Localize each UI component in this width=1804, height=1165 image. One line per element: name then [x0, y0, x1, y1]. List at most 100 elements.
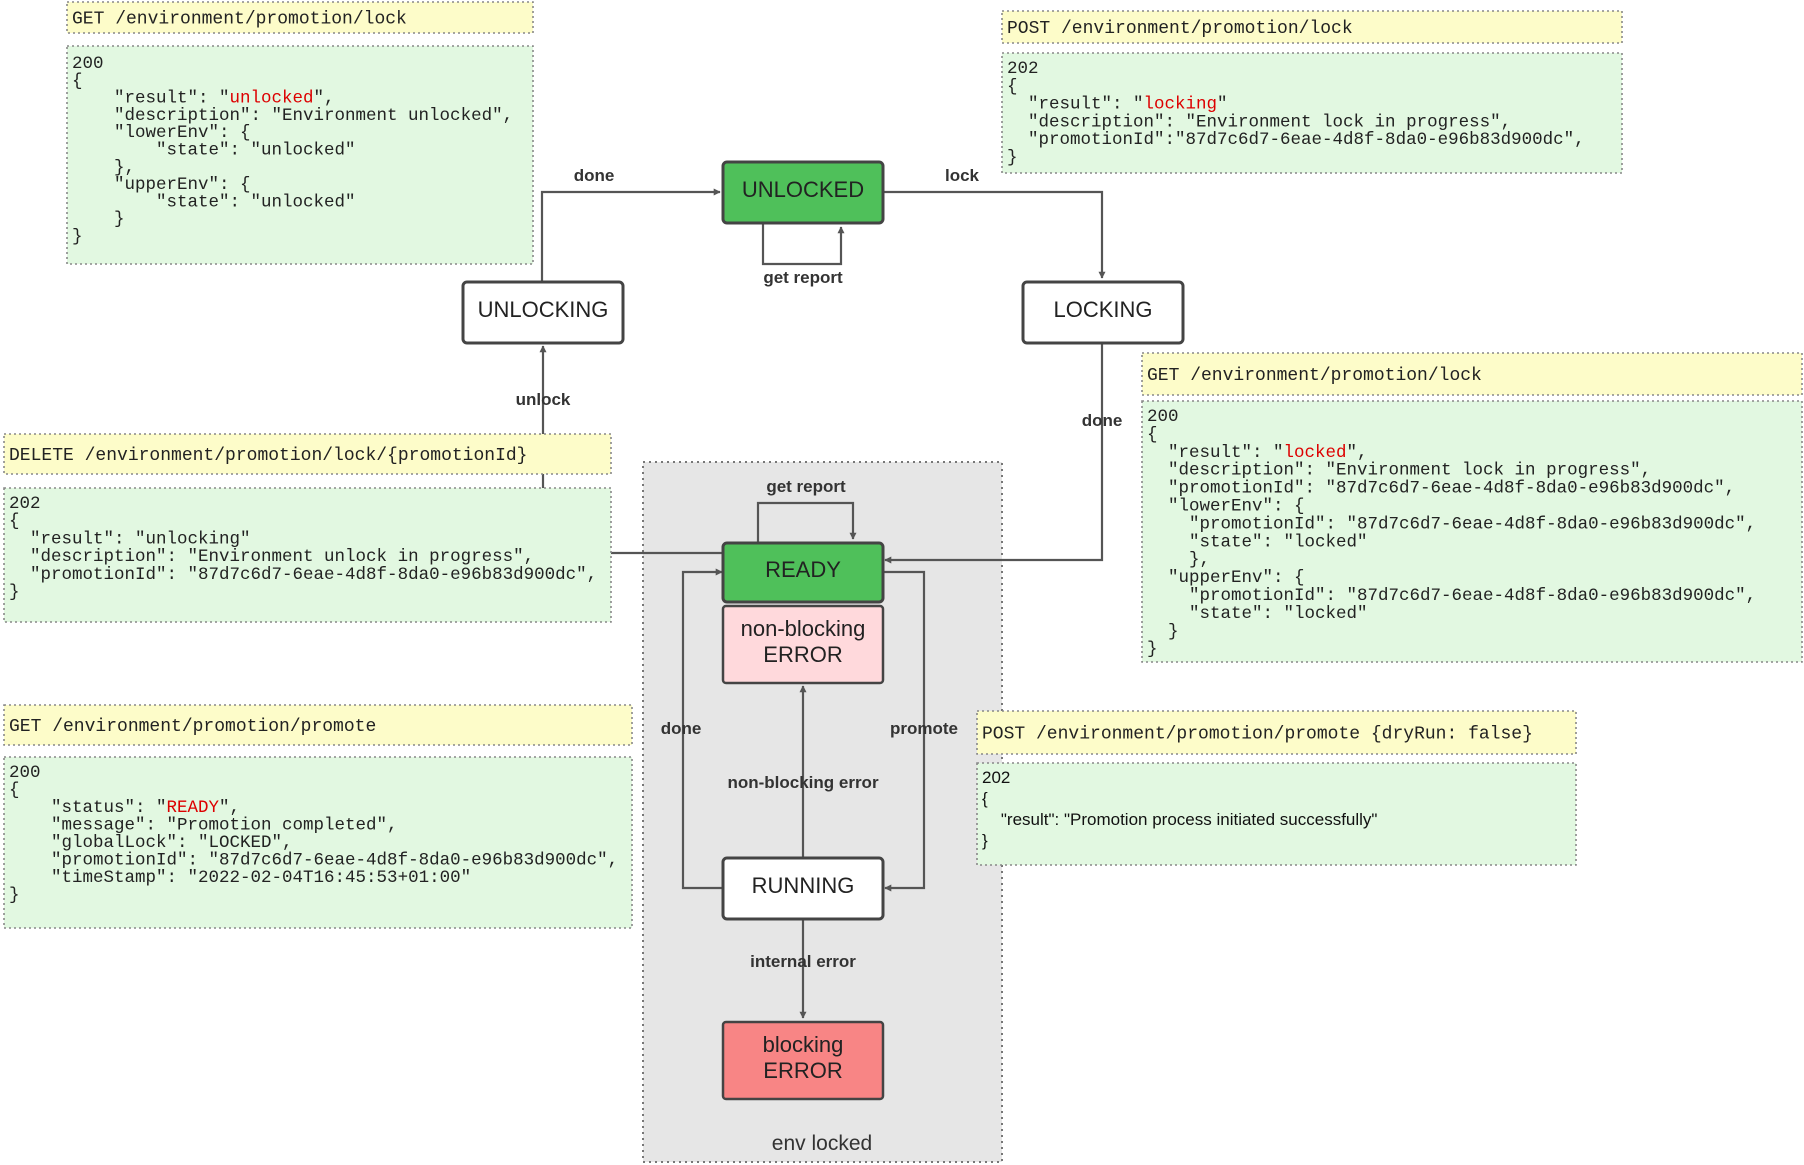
svg-text:ERROR: ERROR — [763, 642, 842, 667]
edge-locking-to-ready — [884, 344, 1104, 564]
state-ready: READY — [721, 541, 885, 604]
response-line: "upperEnv": { — [1147, 568, 1305, 588]
env-locked-label: env locked — [772, 1132, 872, 1155]
state-unlocked: UNLOCKED — [721, 160, 885, 225]
response-line: "promotionId":"87d7c6d7-6eae-4d8f-8da0-e… — [1007, 130, 1585, 150]
edge-unlocking-to-unlocked — [540, 188, 721, 281]
endpoint-label: POST /environment/promotion/promote {dry… — [982, 725, 1533, 745]
response-line: } — [982, 831, 988, 850]
response-body — [976, 762, 1577, 866]
edge-label-unlock: unlock — [516, 390, 571, 409]
state-running: RUNNING — [721, 856, 885, 921]
response-line: "description": "Environment lock in prog… — [1147, 461, 1651, 481]
endpoint-label: GET /environment/promotion/lock — [1147, 366, 1482, 386]
response-line: "promotionId": "87d7c6d7-6eae-4d8f-8da0-… — [9, 851, 618, 871]
edge-unlocked-to-locking — [883, 190, 1106, 279]
endpoint-label: POST /environment/promotion/lock — [1007, 19, 1353, 39]
response-line: "timeStamp": "2022-02-04T16:45:53+01:00" — [9, 868, 471, 888]
edge-label-done-running: done — [661, 719, 702, 738]
response-line: "state": "unlocked" — [72, 192, 356, 212]
state-non-blocking-error: non-blocking ERROR — [721, 604, 885, 685]
panel-delete-lock: DELETE /environment/promotion/lock/{prom… — [3, 433, 612, 623]
response-line: } — [1147, 622, 1179, 642]
state-blocking-error: blocking ERROR — [721, 1020, 885, 1101]
response-line: "promotionId": "87d7c6d7-6eae-4d8f-8da0-… — [1147, 514, 1756, 534]
response-line: "promotionId": "87d7c6d7-6eae-4d8f-8da0-… — [1147, 479, 1735, 499]
edge-ready-to-running — [884, 570, 926, 892]
response-line: { — [982, 789, 988, 808]
edge-running-to-ready — [681, 568, 723, 890]
endpoint-label: GET /environment/promotion/lock — [72, 10, 407, 30]
response-body — [66, 45, 534, 265]
edge-label-get-report-ready: get report — [766, 477, 846, 496]
response-line: "promotionId": "87d7c6d7-6eae-4d8f-8da0-… — [9, 565, 597, 585]
response-line: } — [9, 583, 20, 603]
response-line: "result": "unlocking" — [9, 529, 251, 549]
response-line: } — [9, 886, 20, 906]
response-line: "result": "unlocked", — [72, 89, 335, 109]
response-body — [1141, 400, 1803, 663]
response-line: } — [1007, 148, 1018, 168]
response-line: "promotionId": "87d7c6d7-6eae-4d8f-8da0-… — [1147, 586, 1756, 606]
response-line: }, — [1147, 550, 1210, 570]
response-line: }, — [72, 158, 135, 178]
response-line: "result": "locking" — [1007, 95, 1228, 115]
svg-text:LOCKING: LOCKING — [1053, 297, 1152, 322]
response-line: "state": "locked" — [1147, 604, 1368, 624]
state-locking: LOCKING — [1021, 280, 1185, 345]
response-line: "globalLock": "LOCKED", — [9, 833, 293, 853]
endpoint-bar — [3, 704, 633, 746]
edge-label-non-blocking-error: non-blocking error — [727, 773, 879, 792]
svg-text:UNLOCKING: UNLOCKING — [478, 297, 609, 322]
state-unlocking: UNLOCKING — [461, 280, 625, 345]
edge-label-done-top: done — [574, 166, 615, 185]
endpoint-bar — [1001, 10, 1623, 44]
edge-label-lock: lock — [945, 166, 980, 185]
response-line: "status": "READY", — [9, 798, 240, 818]
response-line: { — [1007, 77, 1018, 97]
edge-label-internal-error: internal error — [750, 952, 856, 971]
response-line: "description": "Environment lock in prog… — [1007, 112, 1511, 132]
response-line: "state": "locked" — [1147, 532, 1368, 552]
panel-post-promote: POST /environment/promotion/promote {dry… — [976, 710, 1577, 866]
response-line: } — [1147, 640, 1158, 660]
svg-text:ERROR: ERROR — [763, 1058, 842, 1083]
edge-label-promote: promote — [890, 719, 958, 738]
edge-label-done-locking: done — [1082, 411, 1123, 430]
endpoint-bar — [1141, 352, 1803, 396]
endpoint-bar — [66, 1, 534, 34]
edge-label-get-report-unlocked: get report — [763, 268, 843, 287]
edge-unlocked-self-loop — [761, 224, 845, 266]
response-line: { — [72, 71, 83, 91]
response-line: 200 — [1147, 407, 1179, 427]
response-line: { — [1147, 425, 1158, 445]
response-line: { — [9, 781, 20, 801]
endpoint-bar — [3, 433, 612, 475]
edge-ready-self-loop — [756, 501, 857, 543]
svg-text:READY: READY — [765, 557, 841, 582]
response-body — [3, 756, 633, 929]
response-line: 202 — [982, 768, 1010, 787]
response-line: 200 — [72, 54, 104, 74]
response-line: } — [72, 210, 125, 230]
response-line: "lowerEnv": { — [72, 123, 251, 143]
endpoint-bar — [976, 710, 1577, 755]
response-line: "description": "Environment unlock in pr… — [9, 547, 534, 567]
response-line: "upperEnv": { — [72, 175, 251, 195]
svg-text:RUNNING: RUNNING — [752, 873, 855, 898]
response-line: "message": "Promotion completed", — [9, 816, 398, 836]
response-line: { — [9, 512, 20, 532]
response-body — [3, 487, 612, 623]
endpoint-label: DELETE /environment/promotion/lock/{prom… — [9, 446, 527, 466]
svg-text:non-blocking: non-blocking — [741, 616, 866, 641]
svg-text:UNLOCKED: UNLOCKED — [742, 177, 864, 202]
panel-get-lock-unlocked: GET /environment/promotion/lock 200{ "res… — [66, 1, 534, 265]
response-line: "state": "unlocked" — [72, 141, 356, 161]
response-line: 202 — [9, 494, 41, 514]
response-line: } — [72, 227, 83, 247]
response-body — [1001, 52, 1623, 174]
